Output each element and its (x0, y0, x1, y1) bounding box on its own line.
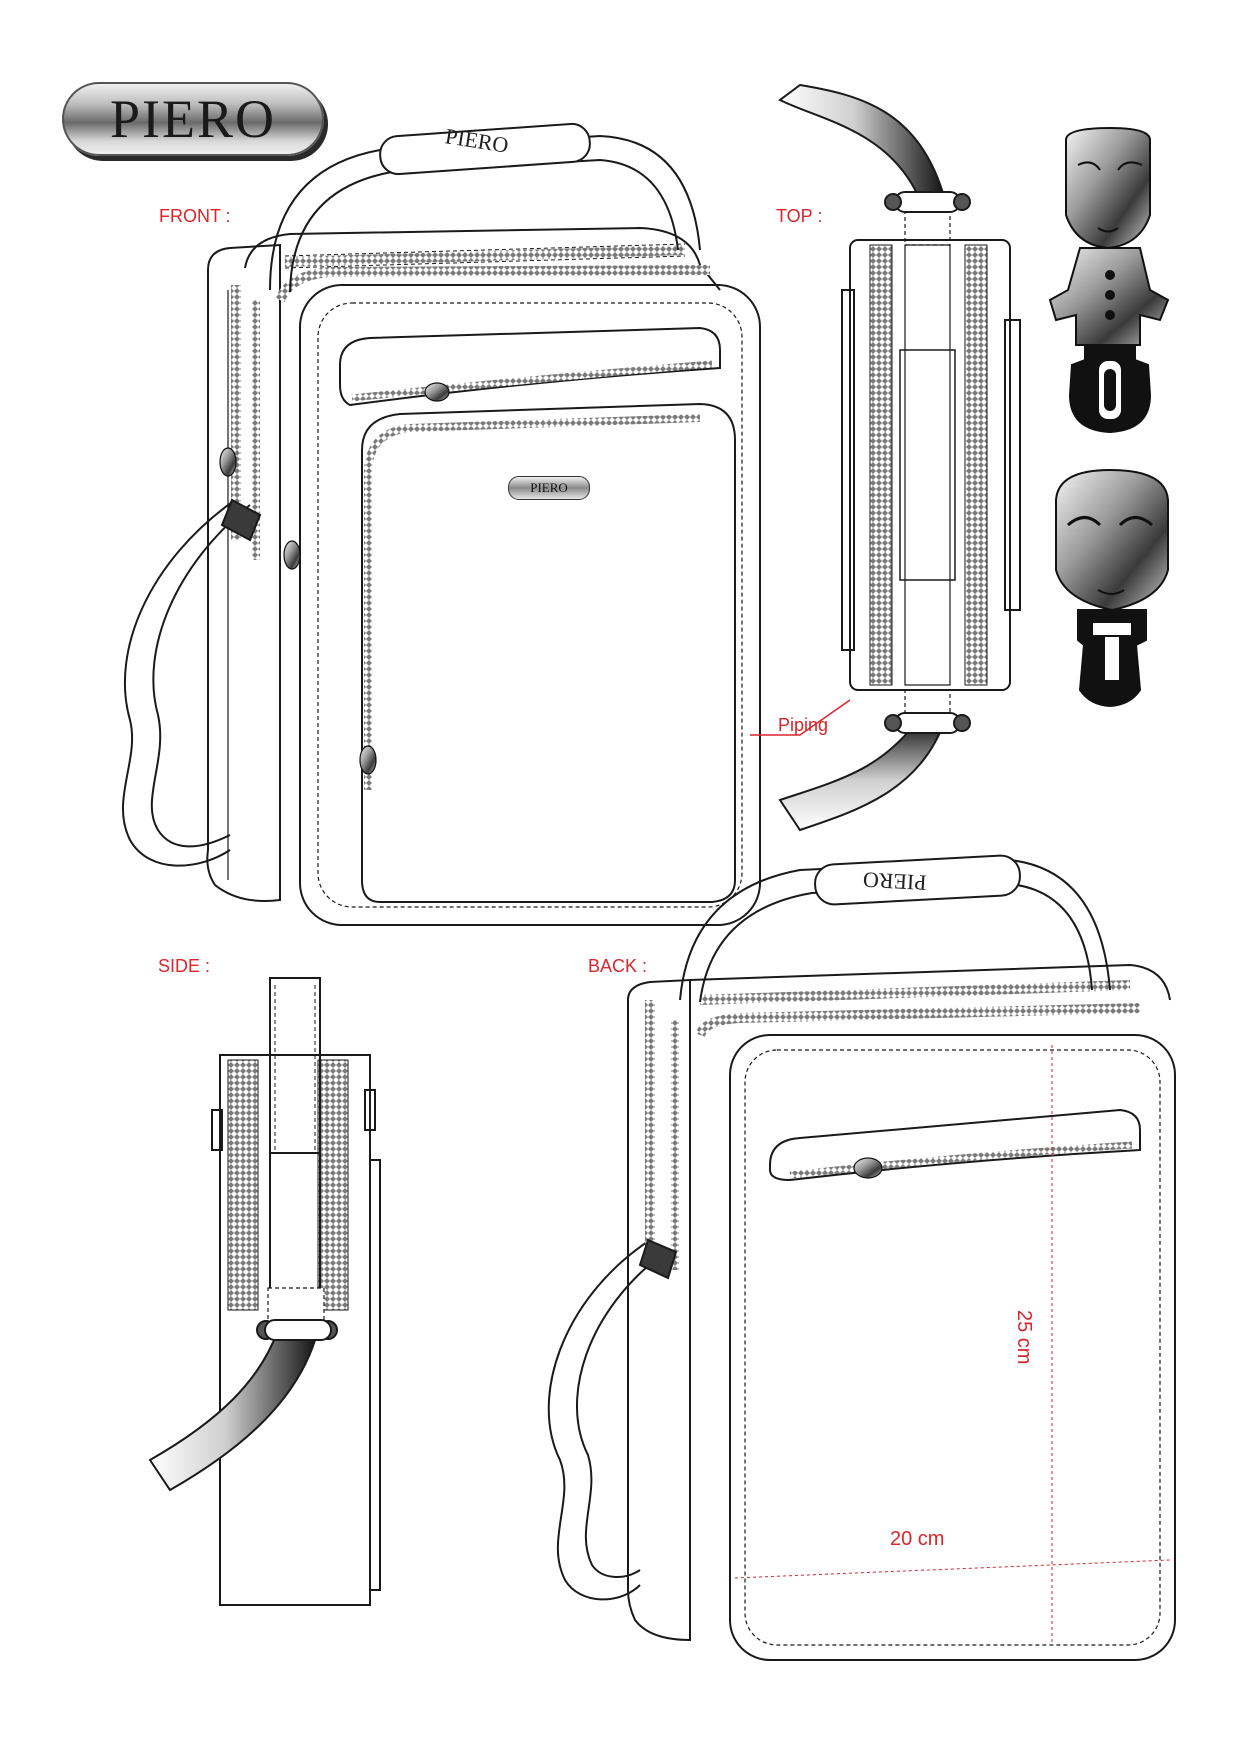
zipper-puller-icon (219, 382, 450, 775)
front-pocket-zipper (364, 414, 701, 790)
side-view (148, 977, 381, 1606)
front-view (121, 122, 761, 926)
front-top-pocket (339, 326, 721, 407)
front-main-body (299, 284, 761, 926)
top-view (750, 83, 1021, 832)
front-top-zipper-1 (284, 245, 686, 267)
width-dimension-label: 20 cm (890, 1528, 945, 1550)
height-dimension-label: 25 cm (1013, 1310, 1035, 1365)
back-top-zipper-1 (699, 980, 1131, 1005)
pierrot-puller-full-icon (1048, 126, 1170, 434)
back-handle (679, 858, 1111, 1001)
front-pocket (361, 402, 736, 903)
back-top-zipper-2 (695, 1003, 1141, 1038)
back-shoulder-strap (547, 1239, 651, 1601)
back-pocket (769, 1108, 1141, 1182)
front-shoulder-strap (121, 499, 236, 867)
back-strap-brand: PIERO (862, 867, 928, 896)
front-view-label: FRONT : (159, 206, 231, 226)
brand-logo-badge: PIERO (62, 82, 324, 156)
top-view-label: TOP : (776, 206, 823, 226)
pierrot-puller-head-icon (1055, 468, 1169, 708)
front-back-panel (206, 243, 281, 902)
back-handle-grip (814, 854, 1021, 906)
back-main-body (729, 1034, 1176, 1661)
side-strap (148, 1329, 320, 1492)
top-strap-lower (778, 719, 947, 832)
width-dimension-line (734, 1559, 1171, 1579)
back-view (547, 854, 1176, 1661)
brand-logo-text: PIERO (109, 89, 276, 149)
zipper-puller-icon (853, 1157, 883, 1179)
side-handle (269, 977, 321, 1154)
logo-plate-icon: PIERO (508, 476, 590, 500)
front-handle-grip (379, 122, 591, 176)
front-top-zipper-2 (275, 265, 711, 303)
piping-callout: Piping (778, 715, 829, 735)
back-view-label: BACK : (588, 956, 648, 976)
front-plate-text: PIERO (530, 480, 568, 495)
back-side-panel (627, 978, 691, 1642)
top-strap-upper (778, 83, 947, 201)
side-view-label: SIDE : (158, 956, 211, 976)
